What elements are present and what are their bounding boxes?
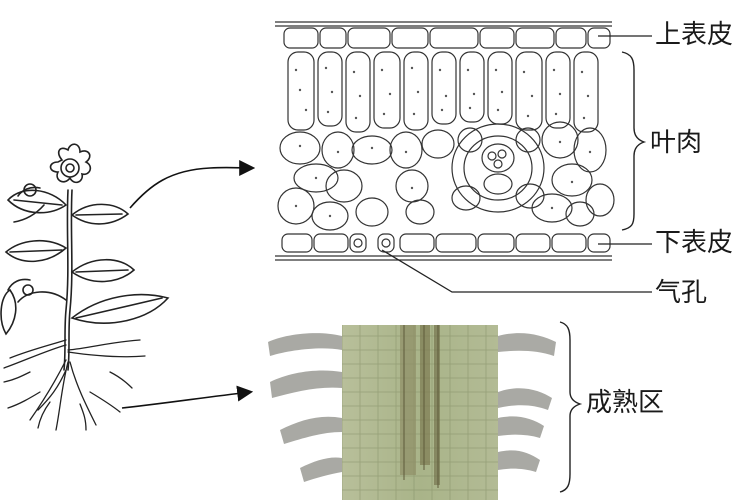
arrow-to-leaf-section <box>129 159 256 209</box>
leader-lines <box>381 35 652 293</box>
mesophyll-bracket <box>621 51 647 231</box>
label-lower-epidermis: 下表皮 <box>655 228 734 258</box>
upper-epidermis-cells <box>283 27 611 49</box>
root-maturation-zone-image <box>268 325 556 500</box>
lower-epidermis-cells <box>281 233 611 253</box>
chloroplast-dots <box>294 66 592 218</box>
stoma-guard-cells <box>353 238 391 248</box>
label-mesophyll: 叶肉 <box>650 128 703 158</box>
label-stoma: 气孔 <box>655 278 708 308</box>
leaf-cross-section <box>275 21 615 261</box>
plant-illustration <box>0 143 170 431</box>
root-system <box>3 339 146 431</box>
label-maturation-zone: 成熟区 <box>586 388 665 418</box>
maturation-zone-bracket <box>559 321 583 493</box>
flower-icon <box>49 143 92 184</box>
vascular-bundle <box>451 123 545 213</box>
leaf-icon <box>0 186 170 336</box>
label-upper-epidermis: 上表皮 <box>655 20 734 50</box>
spongy-cells <box>277 121 615 231</box>
palisade-cells <box>287 51 599 133</box>
arrow-to-root-section <box>121 385 254 409</box>
